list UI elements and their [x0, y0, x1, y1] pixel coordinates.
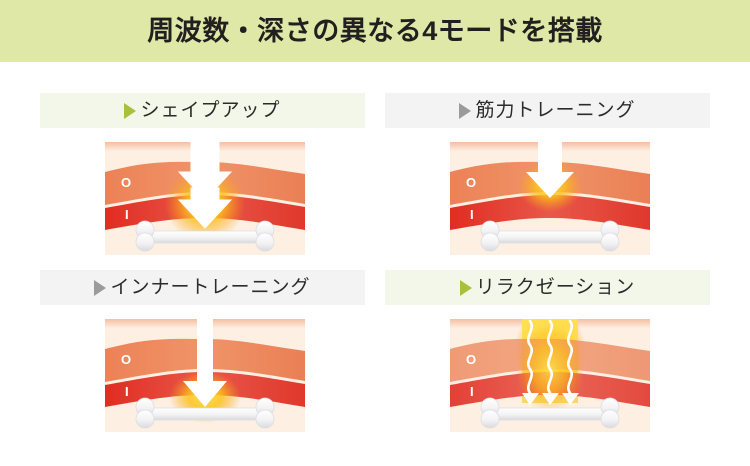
layer-label-outer: O	[466, 175, 476, 190]
mode-label-text: リラクゼーション	[475, 277, 636, 298]
modes-grid: シェイプアップ	[0, 62, 750, 466]
layer-label-inner: I	[470, 384, 474, 399]
mode-card-relaxation[interactable]: リラクゼーション	[385, 270, 710, 460]
page-title: 周波数・深さの異なる4モードを搭載	[147, 15, 603, 46]
mode-label-shape-up: シェイプアップ	[40, 93, 365, 128]
mode-label-inner-training: インナートレーニング	[40, 270, 365, 305]
anatomy-illustration-inner-training: O I	[105, 319, 305, 432]
layer-label-outer: O	[121, 352, 131, 367]
anatomy-illustration-muscle-training: O I	[450, 142, 650, 255]
mode-card-muscle-training[interactable]: 筋力トレーニング	[385, 93, 710, 283]
play-triangle-icon	[459, 102, 472, 119]
anatomy-illustration-shape-up: O I	[105, 142, 305, 255]
layer-label-inner: I	[125, 384, 129, 399]
mode-label-muscle-training: 筋力トレーニング	[385, 93, 710, 128]
play-triangle-icon	[459, 279, 472, 296]
play-triangle-icon	[94, 279, 107, 296]
mode-label-text: インナートレーニング	[110, 277, 311, 298]
header-banner: 周波数・深さの異なる4モードを搭載	[0, 0, 750, 62]
mode-label-text: 筋力トレーニング	[475, 100, 636, 121]
play-triangle-icon	[124, 102, 137, 119]
mode-label-text: シェイプアップ	[140, 100, 281, 121]
mode-label-relaxation: リラクゼーション	[385, 270, 710, 305]
layer-label-inner: I	[125, 207, 129, 222]
layer-label-outer: O	[121, 175, 131, 190]
mode-card-inner-training[interactable]: インナートレーニング	[40, 270, 365, 460]
anatomy-illustration-relaxation: O I	[450, 319, 650, 432]
wavy-arrowhead-group	[522, 393, 579, 405]
mode-card-shape-up[interactable]: シェイプアップ	[40, 93, 365, 283]
wavy-beam-group	[527, 319, 573, 395]
layer-label-inner: I	[470, 207, 474, 222]
layer-label-outer: O	[466, 352, 476, 367]
